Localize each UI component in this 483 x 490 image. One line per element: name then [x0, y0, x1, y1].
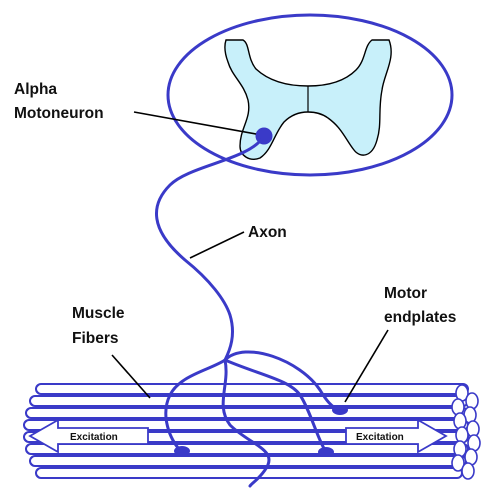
muscle-fiber: [36, 384, 468, 394]
axon-pointer: [190, 232, 244, 258]
muscle-fiber: [30, 396, 468, 406]
motor-label-line1: Motor: [384, 285, 427, 302]
motor-endplate: [318, 447, 334, 457]
fiber-end-caps: [452, 385, 480, 479]
spinal-cord: [168, 15, 452, 175]
muscle-label-line1: Muscle: [72, 305, 125, 322]
excitation-right-label: Excitation: [356, 432, 404, 443]
muscle-fiber: [26, 444, 468, 454]
alpha-label-line1: Alpha: [14, 81, 57, 98]
motor-label-line2: endplates: [384, 309, 456, 326]
label-axon: Axon: [190, 224, 287, 258]
motor-endplate: [174, 446, 190, 456]
axon-label: Axon: [248, 224, 287, 241]
muscle-fiber: [36, 468, 462, 478]
alpha-label-line2: Motoneuron: [14, 105, 104, 122]
muscle-fiber: [26, 408, 468, 418]
motor-endplate: [332, 405, 348, 415]
excitation-left-label: Excitation: [70, 432, 118, 443]
muscle-label-line2: Fibers: [72, 330, 119, 347]
muscle-fiber: [30, 456, 466, 466]
